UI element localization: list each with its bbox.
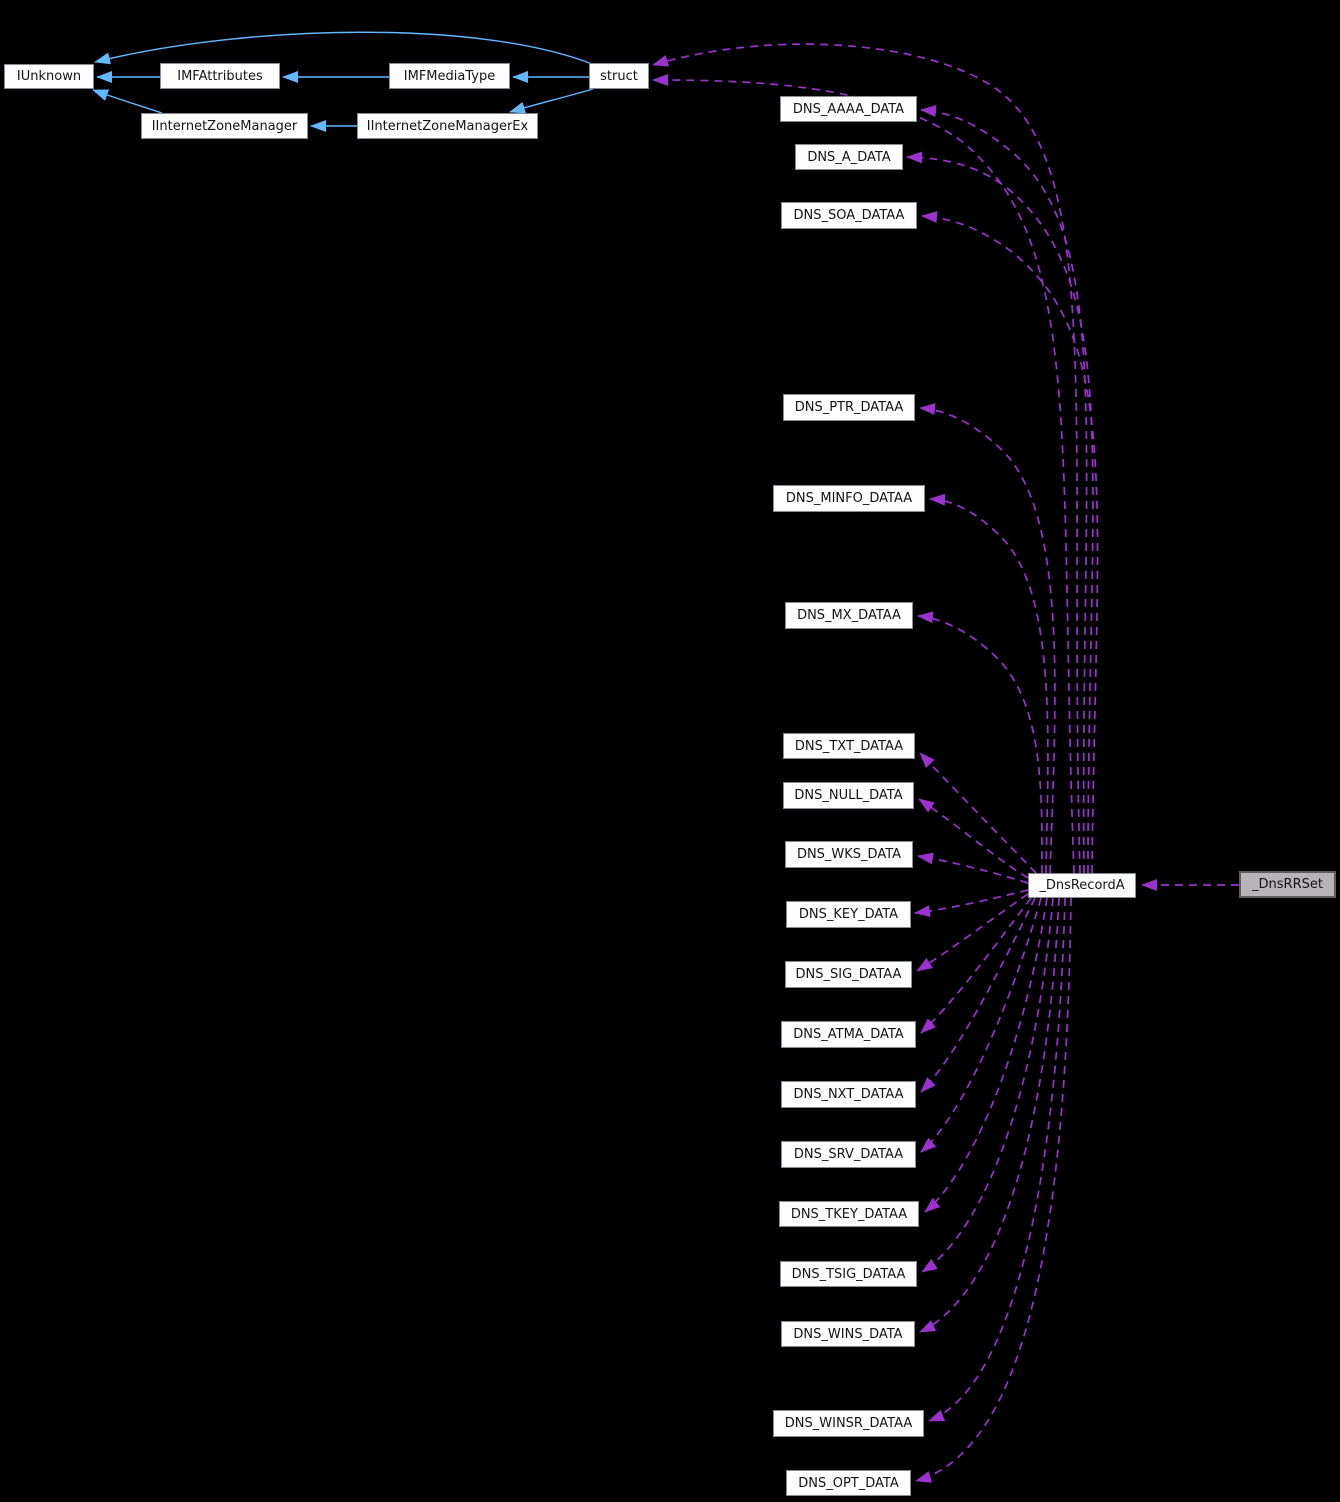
node-DNS_TSIG_DATAA[interactable]: DNS_TSIG_DATAA [780,1261,917,1287]
edge-_DnsRecordA-to-DNS_ATMA_DATA [920,897,1032,1034]
node-label: IUnknown [16,69,82,84]
edge-_DnsRecordA-to-DNS_KEY_DATA [914,889,1029,918]
node-IInternetZoneManagerEx[interactable]: IInternetZoneManagerEx [357,113,538,139]
node-IInternetZoneManager[interactable]: IInternetZoneManager [141,113,308,139]
node-label: DNS_KEY_DATA [798,907,899,922]
node-label: DNS_TSIG_DATAA [791,1266,906,1282]
edge-_DnsRecordA-to-DNS_A_DATA [906,151,1094,874]
node-label: _DnsRecordA [1039,878,1125,893]
node-DNS_SOA_DATAA[interactable]: DNS_SOA_DATAA [781,202,917,229]
node-label: struct [600,68,638,84]
node-_DnsRecordA[interactable]: _DnsRecordA [1028,873,1136,898]
node-label: DNS_SRV_DATAA [793,1147,904,1162]
edge-_DnsRecordA-to-DNS_NXT_DATAA [920,897,1036,1093]
edge-_DnsRecordA-to-DNS_WINSR_DATAA [928,897,1066,1422]
edge-_DnsRecordA-to-DNS_SOA_DATAA [921,211,1099,874]
edge-_DnsRecordA-to-DNS_WINS_DATA [919,897,1060,1333]
node-label: DNS_NULL_DATA [794,788,903,803]
node-DNS_PTR_DATAA[interactable]: DNS_PTR_DATAA [783,394,915,421]
edge-_DnsRecordA-to-DNS_WKS_DATA [917,852,1029,884]
node-DNS_TXT_DATAA[interactable]: DNS_TXT_DATAA [783,733,915,759]
node-label: DNS_SIG_DATAA [795,967,902,982]
node-struct[interactable]: struct [589,63,649,89]
node-label: DNS_PTR_DATAA [794,400,904,415]
node-DNS_MINFO_DATAA[interactable]: DNS_MINFO_DATAA [773,485,925,512]
node-label: DNS_TXT_DATAA [794,738,904,754]
node-label: DNS_AAAA_DATA [792,101,905,117]
node-DNS_AAAA_DATA[interactable]: DNS_AAAA_DATA [780,96,917,122]
node-IMFAttributes[interactable]: IMFAttributes [160,63,280,89]
edge-_DnsRecordA-to-DNS_TKEY_DATAA [924,897,1048,1213]
edge-_DnsRecordA-to-DNS_OPT_DATA [915,897,1072,1483]
node-label: DNS_MINFO_DATAA [785,491,913,506]
edge-_DnsRecordA-to-DNS_MX_DATAA [917,611,1043,874]
node-label: _DnsRRSet [1252,877,1323,892]
node-DNS_ATMA_DATA[interactable]: DNS_ATMA_DATA [781,1021,916,1048]
node-label: DNS_MX_DATAA [797,608,901,623]
node-label: DNS_TKEY_DATAA [790,1206,908,1222]
node-label: DNS_WINSR_DATAA [784,1416,913,1431]
node-label: IInternetZoneManager [151,118,298,134]
edge-_DnsRecordA-to-DNS_AAAA_DATA [920,105,1088,874]
node-DNS_NULL_DATA[interactable]: DNS_NULL_DATA [783,782,914,809]
edge-struct-to-IInternetZoneManagerEx [509,88,594,114]
node-DNS_OPT_DATA[interactable]: DNS_OPT_DATA [786,1470,911,1496]
node-label: IMFAttributes [177,68,263,84]
edge-IInternetZoneManager-to-IUnknown [92,89,163,114]
node-label: IInternetZoneManagerEx [366,118,529,134]
edge-_DnsRecordA-to-DNS_PTR_DATAA [919,403,1056,874]
node-IUnknown[interactable]: IUnknown [4,64,94,89]
edge-_DnsRecordA-to-DNS_NULL_DATA [918,798,1029,879]
node-DNS_NXT_DATAA[interactable]: DNS_NXT_DATAA [781,1081,916,1108]
node-label: DNS_WKS_DATA [796,847,902,862]
edge-_DnsRecordA-to-DNS_SRV_DATAA [920,897,1042,1153]
node-DNS_SIG_DATAA[interactable]: DNS_SIG_DATAA [785,961,912,988]
edge-_DnsRecordA-to-DNS_MINFO_DATAA [929,493,1049,874]
node-DNS_WINSR_DATAA[interactable]: DNS_WINSR_DATAA [773,1410,924,1437]
node-label: DNS_NXT_DATAA [793,1087,904,1102]
node-label: DNS_A_DATA [807,149,891,165]
edge-_DnsRecordA-to-DNS_TXT_DATAA [919,752,1037,874]
node-label: DNS_OPT_DATA [798,1475,899,1491]
node-DNS_A_DATA[interactable]: DNS_A_DATA [795,144,903,170]
node-DNS_WINS_DATA[interactable]: DNS_WINS_DATA [781,1321,915,1347]
node-DNS_WKS_DATA[interactable]: DNS_WKS_DATA [785,841,913,868]
node-DNS_SRV_DATAA[interactable]: DNS_SRV_DATAA [781,1141,916,1168]
node-label: IMFMediaType [403,68,496,84]
node-DNS_MX_DATAA[interactable]: DNS_MX_DATAA [785,602,913,629]
node-label: DNS_WINS_DATA [793,1326,903,1342]
node-DNS_TKEY_DATAA[interactable]: DNS_TKEY_DATAA [779,1201,919,1227]
edge-struct-to-IUnknown [94,31,593,65]
node-DNS_KEY_DATA[interactable]: DNS_KEY_DATA [786,901,911,928]
edge-_DnsRecordA-to-DNS_SIG_DATAA [916,893,1029,972]
edge-_DnsRecordA-to-DNS_TSIG_DATAA [921,897,1054,1273]
node-_DnsRRSet: _DnsRRSet [1239,871,1336,898]
node-label: DNS_SOA_DATAA [793,208,905,223]
node-IMFMediaType[interactable]: IMFMediaType [389,63,510,89]
node-label: DNS_ATMA_DATA [793,1027,904,1042]
